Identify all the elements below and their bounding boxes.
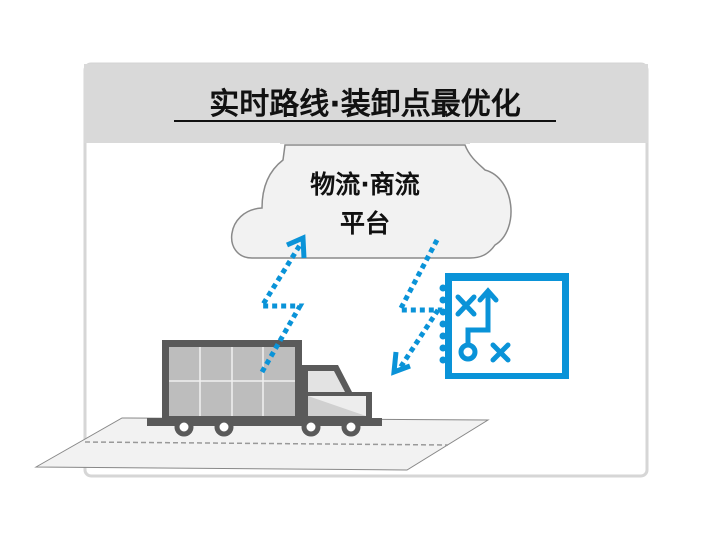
road [34,417,490,471]
upload-arrow [257,234,307,374]
header-bar [84,64,648,143]
cloud-label-line1: 物流·商流 [310,170,420,199]
cloud-icon [230,140,512,259]
header-title: 实时路线·装卸点最优化 [209,87,520,122]
download-arrow [391,238,443,376]
strategy-notebook-icon [439,273,569,379]
truck-icon [147,340,382,437]
cloud-label-line2: 平台 [340,209,390,238]
